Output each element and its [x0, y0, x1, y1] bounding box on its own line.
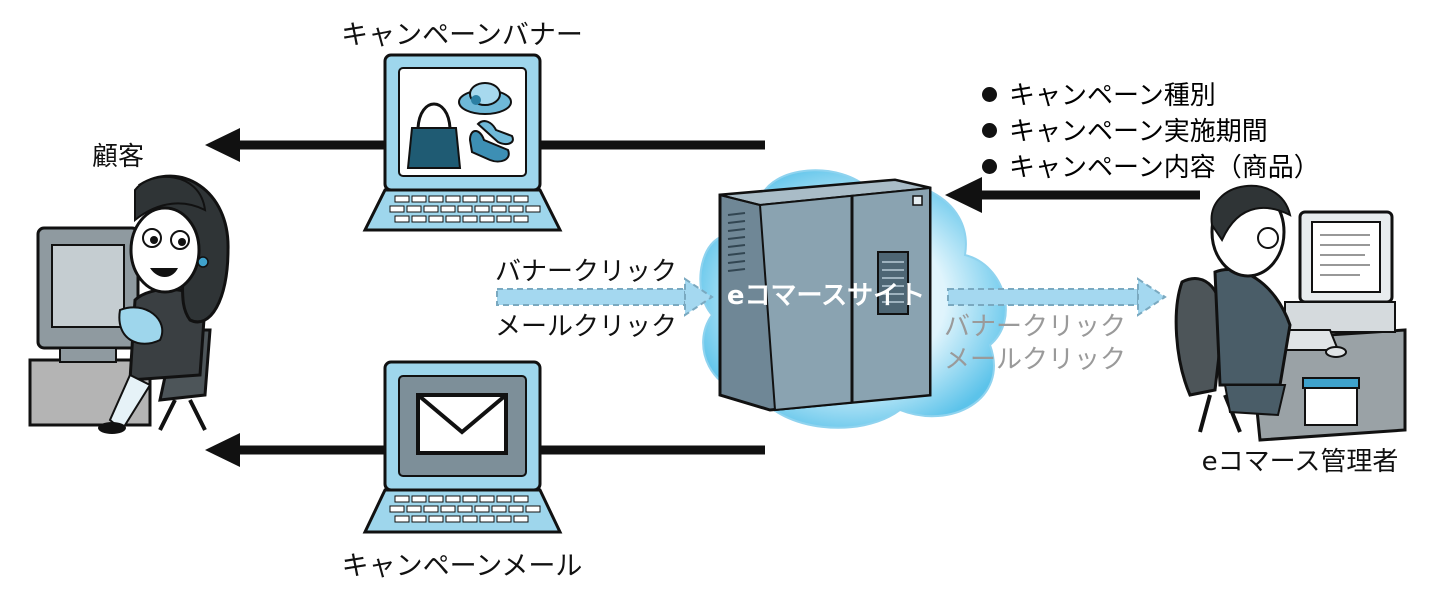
server-cabinet-icon — [718, 178, 932, 412]
banner-title: キャンペーンバナー — [341, 20, 583, 51]
admin-label: eコマース管理者 — [1202, 447, 1399, 477]
campaign-setting-item: キャンペーン実施期間 — [982, 114, 1320, 150]
bullet-icon — [982, 87, 997, 102]
campaign-settings-list: キャンペーン種別 キャンペーン実施期間 キャンペーン内容（商品） — [982, 78, 1320, 186]
laptop-with-envelope-icon — [362, 360, 563, 534]
campaign-setting-content: キャンペーン内容（商品） — [1009, 153, 1320, 183]
laptop-with-shopping-items-icon — [362, 53, 563, 232]
dashed-arrow-customer-to-site — [496, 277, 714, 317]
arrow-server-to-customer-mail — [205, 433, 765, 467]
customer-label: 顧客 — [92, 142, 144, 172]
campaign-setting-period: キャンペーン実施期間 — [1009, 117, 1268, 147]
left-banner-click-label: バナークリック — [495, 257, 677, 287]
bullet-icon — [982, 159, 997, 174]
left-mail-click-label: メールクリック — [495, 312, 677, 342]
woman-at-computer-icon — [28, 174, 230, 434]
right-banner-click-label: バナークリック — [944, 312, 1126, 342]
dashed-arrow-site-to-admin — [947, 277, 1167, 317]
ecommerce-site-label: eコマースサイト — [727, 281, 925, 311]
right-mail-click-label: メールクリック — [944, 345, 1126, 375]
campaign-setting-item: キャンペーン内容（商品） — [982, 150, 1320, 186]
campaign-setting-item: キャンペーン種別 — [982, 78, 1320, 114]
arrow-admin-to-server — [945, 177, 1200, 213]
bullet-icon — [982, 123, 997, 138]
campaign-setting-type: キャンペーン種別 — [1009, 81, 1216, 111]
arrow-server-to-customer-banner — [205, 128, 765, 162]
man-at-computer-icon — [1174, 184, 1407, 442]
mail-title: キャンペーンメール — [342, 551, 583, 582]
